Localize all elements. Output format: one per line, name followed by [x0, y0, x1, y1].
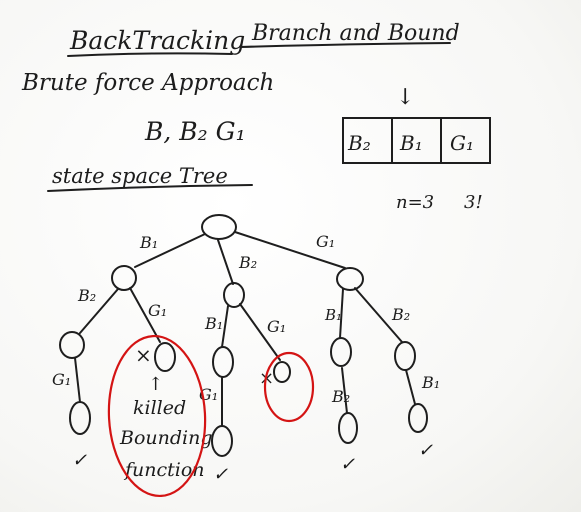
tree-node: [330, 337, 352, 367]
edge-label: B₁: [421, 373, 440, 392]
items-list: B, B₂ G₁: [144, 117, 246, 146]
edge: [239, 303, 281, 361]
edge: [79, 288, 119, 334]
edge: [217, 239, 234, 285]
state-space-underline: [47, 184, 253, 192]
leaf-node: [408, 403, 428, 433]
leaf-node: [69, 401, 91, 435]
edge-label: G₁: [267, 317, 286, 336]
killed-node: [154, 342, 176, 372]
tree-node: [59, 331, 85, 359]
up-arrow: ↑: [148, 374, 163, 395]
edge-label: B₂: [77, 286, 96, 305]
leaf-node: [338, 412, 358, 444]
red-highlight-circle: [263, 351, 315, 423]
edge-label: G₁: [316, 232, 335, 251]
edge-label: G₁: [148, 301, 167, 320]
bounding-annotation: ↑ killed Bounding function: [119, 374, 213, 481]
edge-label: B₂: [238, 253, 257, 272]
arrangement-box: B₂ B₁ G₁: [342, 117, 491, 164]
tree-node: [223, 282, 245, 308]
branch-bound-heading: Branch and Bound: [251, 21, 460, 46]
brute-force-heading: Brute force Approach: [21, 70, 274, 96]
check-mark: ✓: [340, 454, 355, 475]
edge: [341, 367, 348, 414]
edge: [234, 231, 346, 269]
cell-2: B₁: [399, 131, 423, 155]
tree-node: [336, 267, 364, 291]
tree-edges: [74, 231, 416, 427]
cell-1: B₂: [347, 131, 371, 155]
cell-3: G₁: [450, 131, 474, 155]
backtracking-underline: [67, 52, 233, 57]
function-label: function: [123, 459, 205, 481]
edge: [354, 287, 403, 343]
n-value: n=3: [396, 192, 434, 213]
red-highlight-circle: [107, 334, 207, 498]
factorial-value: 3!: [464, 192, 483, 213]
edge-labels: B₁ B₂ G₁ B₂ G₁ B₁ G₁ B₁ B₂ G₁ G₁ B₂ B₁: [52, 232, 440, 406]
edge-label: G₁: [52, 370, 71, 389]
bounding-label: Bounding: [119, 427, 213, 449]
edge: [129, 287, 161, 343]
cross-mark: ×: [135, 343, 152, 367]
edge-label: B₁: [139, 233, 158, 252]
edge-label: B₂: [331, 387, 350, 406]
edge-label: B₂: [391, 305, 410, 324]
root-node: [201, 214, 237, 240]
edge: [134, 233, 206, 268]
tree-node: [111, 265, 137, 291]
edge: [74, 357, 81, 403]
branch-bound-underline: [239, 42, 451, 48]
down-arrow: ↓: [396, 85, 414, 110]
tree-node: [212, 346, 234, 378]
check-mark: ✓: [213, 464, 228, 485]
killed-node: [273, 361, 291, 383]
check-mark: ✓: [72, 450, 87, 471]
edge-label: B₁: [204, 314, 223, 333]
check-mark: ✓: [418, 440, 433, 461]
leaf-node: [211, 425, 233, 457]
edge-label: B₁: [324, 306, 342, 324]
edge: [405, 369, 416, 405]
edge: [221, 305, 229, 348]
tree-nodes: [59, 214, 428, 457]
state-space-title: state space Tree: [52, 164, 228, 188]
backtracking-heading: BackTracking: [69, 26, 245, 55]
tree-node: [394, 341, 416, 371]
edge: [339, 288, 344, 339]
killed-label: killed: [133, 397, 186, 419]
